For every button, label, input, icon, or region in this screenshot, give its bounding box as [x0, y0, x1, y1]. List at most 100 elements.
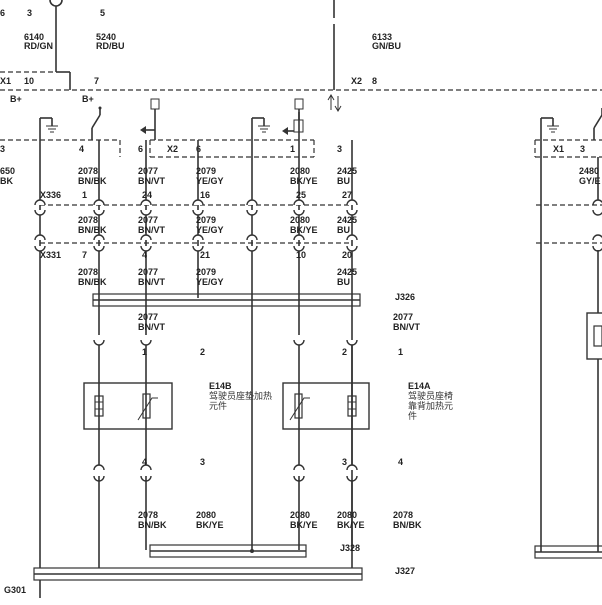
- e14b-pin-1: 1: [142, 347, 147, 357]
- top-section: 6 3 5 6140 RD/GN 5240 RD/BU 6133 GN/BU X…: [0, 0, 602, 112]
- row5-c3-num: 2080: [290, 510, 310, 520]
- x336-pin-25: 25: [296, 190, 306, 200]
- conn-x1-label: X1: [553, 144, 564, 154]
- row2-c5-color: BU: [337, 225, 350, 235]
- row5-c2-color: BK/YE: [196, 520, 224, 530]
- row2-c2-num: 2077: [138, 215, 158, 225]
- x331-pin-7: 7: [82, 250, 87, 260]
- row1-left-num: 650: [0, 166, 15, 176]
- e14a-desc-1: 驾驶员座椅: [408, 390, 453, 402]
- conn-x1-pin-3: 3: [580, 144, 585, 154]
- e14a-pin-3: 3: [342, 457, 347, 467]
- row3-labels: 2078 BN/BK 2077 BN/VT 2079 YE/GY 2425 BU: [78, 267, 357, 287]
- row1-c2-color: BN/VT: [138, 176, 166, 186]
- row1-c4-color: BK/YE: [290, 176, 318, 186]
- e14b-pin-2: 2: [200, 347, 205, 357]
- row3-c2-color: BN/VT: [138, 277, 166, 287]
- e14b-desc-2: 元件: [209, 400, 227, 412]
- row3-c2-num: 2077: [138, 267, 158, 277]
- switch-icon: [593, 108, 602, 140]
- row2-c3-color: YE/GY: [196, 225, 224, 235]
- row1-c1-color: BN/BK: [78, 176, 107, 186]
- x331-connector: X331 7 4 21 10 20: [34, 234, 602, 260]
- x1-label: X1: [0, 76, 11, 86]
- top-pin-6: 6: [0, 8, 5, 18]
- row1-right-num: 2480: [579, 166, 599, 176]
- e14b-heater-element: E14B 驾驶员座垫加热 元件: [83, 381, 272, 430]
- row1-left-color: BK: [0, 176, 13, 186]
- x1-pin-10: 10: [24, 76, 34, 86]
- row3-c3-color: YE/GY: [196, 277, 224, 287]
- row1-c4-num: 2080: [290, 166, 310, 176]
- e14a-heater-element: E14A 驾驶员座椅 靠背加热元 件: [282, 381, 453, 430]
- x331-label: X331: [40, 250, 61, 260]
- circuit-6140: 6140: [24, 32, 44, 42]
- vertical-wires: [39, 140, 599, 568]
- color-6140: RD/GN: [24, 41, 53, 51]
- module-internal: [39, 98, 602, 140]
- row1-labels: 650 BK 2078 BN/BK 2077 BN/VT 2079 YE/GY …: [0, 166, 601, 186]
- row3-c1-num: 2078: [78, 267, 98, 277]
- row5-c5-color: BN/BK: [393, 520, 422, 530]
- x336-connector: X336 1 24 16 25 27: [34, 190, 602, 216]
- x336-pin-1: 1: [82, 190, 87, 200]
- row1-c5-num: 2425: [337, 166, 357, 176]
- x331-pin-20: 20: [342, 250, 352, 260]
- row2-labels: 2078 BN/BK 2077 BN/VT 2079 YE/GY 2080 BK…: [78, 215, 357, 235]
- j327-label: J327: [395, 566, 415, 576]
- x1-pin-7: 7: [94, 76, 99, 86]
- g301-ground: G301: [4, 580, 41, 598]
- row1-right-color: GY/E: [579, 176, 601, 186]
- row2-c4-num: 2080: [290, 215, 310, 225]
- e14a-id: E14A: [408, 381, 431, 391]
- row1-c3-num: 2079: [196, 166, 216, 176]
- row4-c6-num: 2077: [393, 312, 413, 322]
- switch-icon: [91, 106, 102, 140]
- x2-label: X2: [351, 76, 362, 86]
- e14b-pin-4: 4: [142, 457, 147, 467]
- x336-pin-24: 24: [142, 190, 152, 200]
- x331-pin-10: 10: [296, 250, 306, 260]
- row4-c6-color: BN/VT: [393, 322, 421, 332]
- row4-c2-color: BN/VT: [138, 322, 166, 332]
- row1-c2-num: 2077: [138, 166, 158, 176]
- j327-splice: J327: [33, 566, 415, 581]
- e14a-pin-4: 4: [398, 457, 403, 467]
- conn-x2-label: X2: [167, 144, 178, 154]
- row2-c2-color: BN/VT: [138, 225, 166, 235]
- j326-label: J326: [395, 292, 415, 302]
- conn-pin-3-left: 3: [0, 144, 5, 154]
- x336-pin-27: 27: [342, 190, 352, 200]
- conn-pin-3: 3: [337, 144, 342, 154]
- row2-c3-num: 2079: [196, 215, 216, 225]
- ground-icon: [251, 117, 270, 140]
- bplus-1: B+: [10, 94, 22, 104]
- conn-pin-4: 4: [79, 144, 84, 154]
- circuit-5240: 5240: [96, 32, 116, 42]
- row5-c2-num: 2080: [196, 510, 216, 520]
- row5-labels: 2078 BN/BK 2080 BK/YE 2080 BK/YE 2080 BK…: [138, 510, 422, 530]
- e14b-pin-3: 3: [200, 457, 205, 467]
- e14a-desc-2: 靠背加热元: [408, 400, 453, 412]
- row3-c1-color: BN/BK: [78, 277, 107, 287]
- x331-pin-4: 4: [142, 250, 147, 260]
- lower-wires: [98, 476, 353, 568]
- heater-connectors-bottom: [93, 464, 358, 482]
- x336-label: X336: [40, 190, 61, 200]
- output-driver-icon: [140, 98, 160, 140]
- x336-pin-16: 16: [200, 190, 210, 200]
- row5-c1-num: 2078: [138, 510, 158, 520]
- heater-connectors-top: [93, 339, 358, 346]
- row3-c3-num: 2079: [196, 267, 216, 277]
- e14a-pin-1: 1: [398, 347, 403, 357]
- module-connector-row: 3 4 6 X2 6 1 3 X1 3: [0, 139, 602, 158]
- row1-c1-num: 2078: [78, 166, 98, 176]
- e14a-pin-2: 2: [342, 347, 347, 357]
- top-pin-5: 5: [100, 8, 105, 18]
- row4-labels: 2077 BN/VT 2077 BN/VT: [138, 312, 421, 332]
- row2-c1-color: BN/BK: [78, 225, 107, 235]
- e14a-desc-3: 件: [408, 410, 417, 422]
- data-arrows-icon: [327, 94, 342, 112]
- heater-wires: [98, 345, 353, 465]
- row3-c5-num: 2425: [337, 267, 357, 277]
